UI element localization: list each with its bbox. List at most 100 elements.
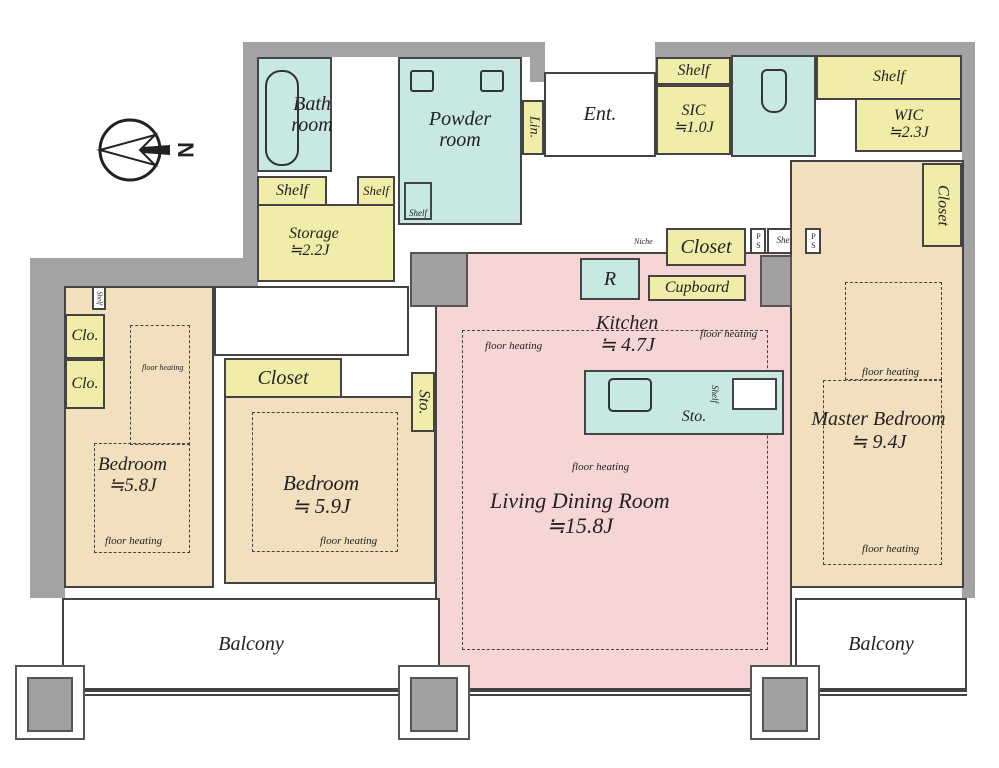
floor-heating-label: floor heating (142, 363, 184, 372)
closet-label: Clo. (71, 327, 99, 345)
bedroom-2-label: Bedroom (283, 471, 360, 495)
storage-small-label: Sto. (415, 389, 433, 415)
powder-shelf: Shelf (404, 182, 432, 220)
sic-shelf: Shelf (656, 57, 731, 85)
floor-heating-area (252, 412, 398, 552)
closet-label: Clo. (71, 374, 99, 392)
kitchen-area: ≒ 4.7J (599, 334, 655, 356)
master-closet-label: Closet (934, 184, 952, 226)
bedroom-2-label-group: Bedroom ≒ 5.9J (283, 471, 360, 519)
wic-label: WIC (893, 107, 924, 125)
closet-2: Clo. (65, 359, 105, 409)
floor-heating-label: floor heating (862, 543, 920, 555)
north-compass-icon: N (95, 115, 205, 190)
balcony-column (15, 665, 85, 740)
storage-shelf: Shelf (357, 176, 395, 206)
balcony-right-label: Balcony (848, 632, 914, 655)
shelf-label: Shelf (95, 291, 104, 305)
pipe-space: PS (805, 228, 821, 254)
wall (530, 42, 545, 82)
kitchen-label-group: Kitchen ≒ 4.7J (596, 312, 658, 356)
refrigerator-space: R (580, 258, 640, 300)
closet-1: Clo. (65, 314, 105, 359)
ps-label: PS (809, 232, 818, 250)
sink-icon (480, 70, 504, 92)
bedroom-2 (224, 396, 436, 584)
sic-label: SIC (681, 102, 706, 120)
floor-heating-area (462, 330, 768, 650)
hallway (214, 286, 409, 356)
master-closet: Closet (922, 163, 962, 247)
sink-icon (608, 378, 652, 412)
kitchen-label: Kitchen (596, 312, 659, 334)
floor-heating-label: floor heating (320, 535, 378, 547)
storage-shelf-label: Shelf (276, 181, 308, 199)
hall-closet-label: Closet (680, 235, 732, 258)
balcony-left-label: Balcony (218, 632, 284, 655)
storage: Storage≒2.2J (257, 204, 395, 282)
linen-label: Lin. (526, 116, 542, 139)
balcony-railing (62, 690, 967, 696)
island-storage-label: Sto. (681, 408, 707, 426)
ps-shelf-label: Shelf (776, 235, 795, 246)
living-dining-room (435, 252, 792, 690)
wic-shelf: Shelf (816, 55, 962, 100)
sink-icon (410, 70, 434, 92)
column (410, 252, 468, 307)
ldr-label: Living Dining Room (490, 488, 670, 513)
toilet-room (731, 55, 816, 157)
stove-icon (732, 378, 777, 410)
bedroom-2-closet: Closet (224, 358, 342, 398)
wall (30, 258, 65, 598)
floor-heating-label: floor heating (105, 535, 163, 547)
balcony-column (750, 665, 820, 740)
wic-shelf-label: Shelf (873, 68, 905, 86)
bedroom-1-label-group: Bedroom ≒5.8J (98, 454, 167, 497)
pipe-space: PS (750, 228, 766, 254)
wall (243, 42, 543, 57)
wall (962, 42, 975, 598)
powder-shelf-label: Shelf (409, 207, 427, 218)
entrance-label: Ent. (583, 103, 617, 125)
powder-room-label: Powder room (428, 108, 492, 151)
sic-shelf-label: Shelf (677, 61, 710, 79)
bedroom-2-area: ≒ 5.9J (291, 494, 351, 519)
balcony-left: Balcony (62, 598, 440, 690)
niche-label: Niche (634, 237, 653, 246)
wall (243, 42, 258, 272)
bedroom-1-area: ≒5.8J (108, 474, 157, 496)
column (760, 255, 792, 307)
balcony-column (398, 665, 470, 740)
ldr-area: ≒15.8J (546, 513, 614, 539)
storage-area: ≒2.2J (289, 242, 330, 259)
floor-heating-area (823, 380, 942, 565)
ps-label: PS (754, 232, 763, 250)
wall (30, 258, 258, 286)
floor-heating-label: floor heating (700, 328, 758, 340)
storage-shelf: Shelf (257, 176, 327, 206)
cupboard: Cupboard (648, 275, 746, 301)
floor-heating-label: floor heating (485, 340, 543, 352)
master-bedroom-label: Master Bedroom (811, 408, 946, 430)
wall (655, 42, 975, 57)
cupboard-label: Cupboard (664, 278, 730, 296)
toilet-icon (760, 69, 787, 113)
floor-heating-area (845, 282, 942, 380)
sic-area: ≒1.0J (673, 119, 714, 136)
floor-heating-area (130, 325, 190, 445)
compass-label: N (172, 142, 198, 158)
island-shelf-label: Shelf (710, 385, 720, 403)
floor-heating-area (94, 443, 190, 553)
ldr-label-group: Living Dining Room ≒15.8J (490, 488, 670, 539)
storage-label: Storage (289, 225, 339, 243)
floor-heating-label: floor heating (572, 461, 630, 473)
bathtub-icon (265, 70, 299, 166)
floor-heating-label: floor heating (862, 366, 920, 378)
bathroom-label: Bath room (291, 92, 333, 136)
balcony-right: Balcony (795, 598, 967, 690)
storage-small: Sto. (411, 372, 435, 432)
shoe-in-closet: SIC≒1.0J (656, 85, 731, 155)
storage-shelf-label: Shelf (363, 183, 389, 199)
bedroom-1-label: Bedroom (98, 454, 167, 475)
